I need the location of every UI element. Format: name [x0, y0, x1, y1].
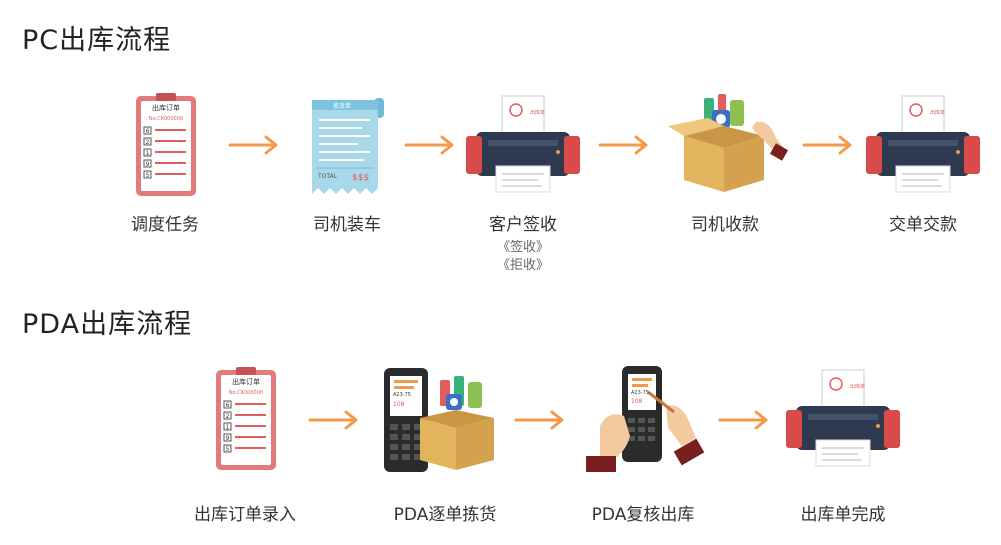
order-form-title: 出库订单 — [152, 103, 180, 112]
order-form-title: 出库订单 — [232, 377, 260, 386]
step-label: 出库单完成 — [800, 505, 886, 525]
order-row-number: 6 — [226, 402, 230, 409]
goods-box-icon — [660, 92, 790, 202]
pda-step-complete: 出库单 出库单完成 — [778, 366, 908, 525]
pda-code: A23-75 — [631, 390, 649, 396]
printer-icon: 出库单 — [858, 92, 988, 202]
arrow-right-icon — [404, 135, 456, 155]
order-row-number: 9 — [226, 435, 230, 442]
order-row-number: 9 — [146, 161, 150, 168]
printer-icon: 出库单 — [458, 92, 588, 202]
receipt-total: TOTAL — [317, 173, 338, 180]
printer-icon: 出库单 — [778, 366, 908, 476]
pc-step-handover: 出库单 交单交款 — [858, 92, 988, 235]
order-row-number: 1 — [226, 424, 230, 431]
order-row-number: 6 — [146, 128, 150, 135]
step-label: PDA逐单拣货 — [393, 505, 497, 525]
picking-receipt-icon: 拣货单 TOTAL $$$ — [282, 92, 412, 202]
step-label: 出库订单录入 — [194, 505, 296, 525]
step-label: 交单交款 — [889, 215, 957, 235]
paper-stamp: 出库单 — [530, 109, 545, 116]
receipt-title: 拣货单 — [333, 102, 351, 110]
arrow-right-icon — [308, 410, 360, 430]
arrow-right-icon — [514, 410, 566, 430]
pda-step-entry: 出库订单 No.CK000000 6 2 1 9 5 出库订单录入 — [180, 366, 310, 525]
receipt-amount: $$$ — [352, 173, 369, 183]
pda-hand-icon: A23-75 108 — [578, 366, 708, 476]
order-row-number: 5 — [146, 172, 150, 179]
step-label: 司机装车 — [313, 215, 381, 235]
pc-step-sign: 出库单 客户签收 《签收》 《拒收》 — [458, 92, 588, 275]
step-label: 客户签收 — [489, 215, 557, 235]
pc-step-loading: 拣货单 TOTAL $$$ 司机装车 — [282, 92, 412, 235]
order-row-number: 2 — [226, 413, 230, 420]
order-form-icon: 出库订单 No.CK000000 6 2 1 9 5 — [180, 366, 310, 476]
pda-step-picking: A23-75 108 PDA逐单拣货 — [380, 366, 510, 525]
step-label: PDA复核出库 — [591, 505, 695, 525]
pc-step-dispatch: 出库订单 No.CK000000 6 2 1 9 5 调度任务 — [100, 92, 230, 235]
step-note-sign: 《签收》 — [496, 240, 549, 255]
order-form-number: No.CK000000 — [229, 390, 263, 396]
paper-stamp: 出库单 — [850, 383, 865, 390]
order-row-number: 1 — [146, 150, 150, 157]
pda-number: 108 — [631, 398, 643, 405]
pc-section-title: PC出库流程 — [22, 25, 172, 56]
pda-section-title: PDA出库流程 — [22, 309, 193, 340]
pda-number: 108 — [393, 401, 405, 408]
arrow-right-icon — [718, 410, 770, 430]
step-label: 调度任务 — [131, 215, 199, 235]
pda-step-review: A23-75 108 PDA复核出库 — [578, 366, 708, 525]
pc-step-collect: 司机收款 — [660, 92, 790, 235]
arrow-right-icon — [228, 135, 280, 155]
arrow-right-icon — [598, 135, 650, 155]
order-form-icon: 出库订单 No.CK000000 6 2 1 9 5 — [100, 92, 230, 202]
paper-stamp: 出库单 — [930, 109, 945, 116]
order-row-number: 2 — [146, 139, 150, 146]
arrow-right-icon — [802, 135, 854, 155]
step-note-reject: 《拒收》 — [496, 258, 549, 273]
pda-code: A23-75 — [393, 392, 411, 398]
pda-goods-box-icon: A23-75 108 — [380, 366, 510, 476]
order-row-number: 5 — [226, 446, 230, 453]
step-label: 司机收款 — [691, 215, 759, 235]
order-form-number: No.CK000000 — [149, 116, 183, 122]
